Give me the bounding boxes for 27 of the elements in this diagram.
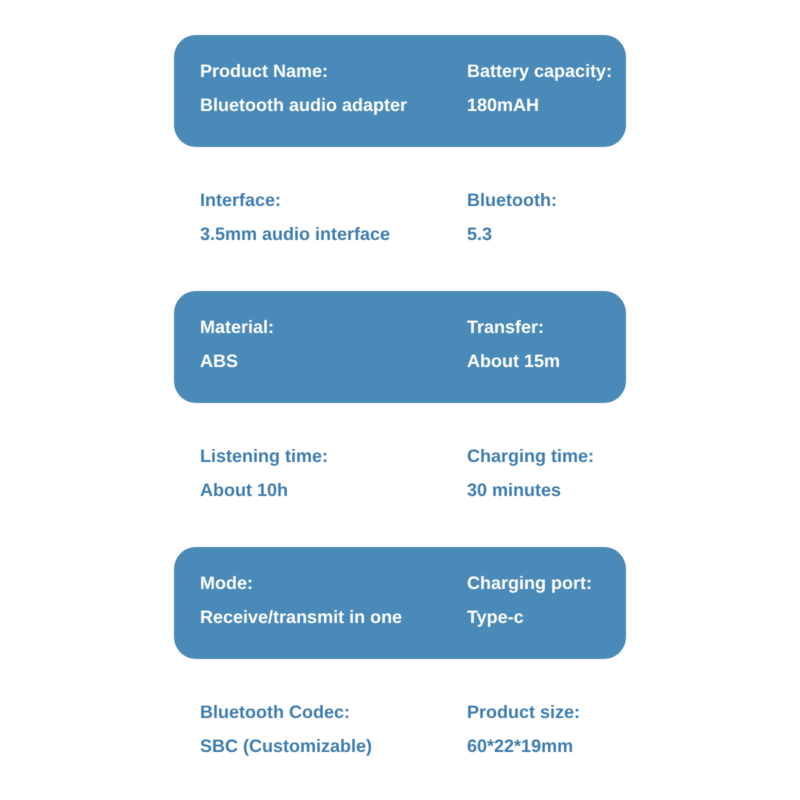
spec-label: Mode: xyxy=(200,572,253,594)
spec-label: Transfer: xyxy=(467,316,544,338)
spec-value: 5.3 xyxy=(467,223,492,245)
spec-value: Bluetooth audio adapter xyxy=(200,94,407,116)
spec-value: Type-c xyxy=(467,606,524,628)
spec-value: Receive/transmit in one xyxy=(200,606,402,628)
spec-band xyxy=(174,547,626,659)
spec-value: 180mAH xyxy=(467,94,540,116)
spec-value: 60*22*19mm xyxy=(467,735,574,757)
spec-label: Charging time: xyxy=(467,445,594,467)
spec-label: Battery capacity: xyxy=(467,60,612,82)
spec-value: 30 minutes xyxy=(467,479,562,501)
spec-label: Charging port: xyxy=(467,572,592,594)
spec-label: Material: xyxy=(200,316,274,338)
spec-label: Interface: xyxy=(200,189,282,211)
spec-value: About 10h xyxy=(200,479,288,501)
spec-value: ABS xyxy=(200,350,238,372)
spec-label: Product Name: xyxy=(200,60,328,82)
spec-value: About 15m xyxy=(467,350,560,372)
spec-label: Bluetooth: xyxy=(467,189,557,211)
spec-band xyxy=(174,35,626,147)
spec-value: 3.5mm audio interface xyxy=(200,223,390,245)
spec-value: SBC (Customizable) xyxy=(200,735,372,757)
spec-band xyxy=(174,291,626,403)
spec-label: Listening time: xyxy=(200,445,328,467)
spec-label: Bluetooth Codec: xyxy=(200,701,350,723)
spec-label: Product size: xyxy=(467,701,580,723)
